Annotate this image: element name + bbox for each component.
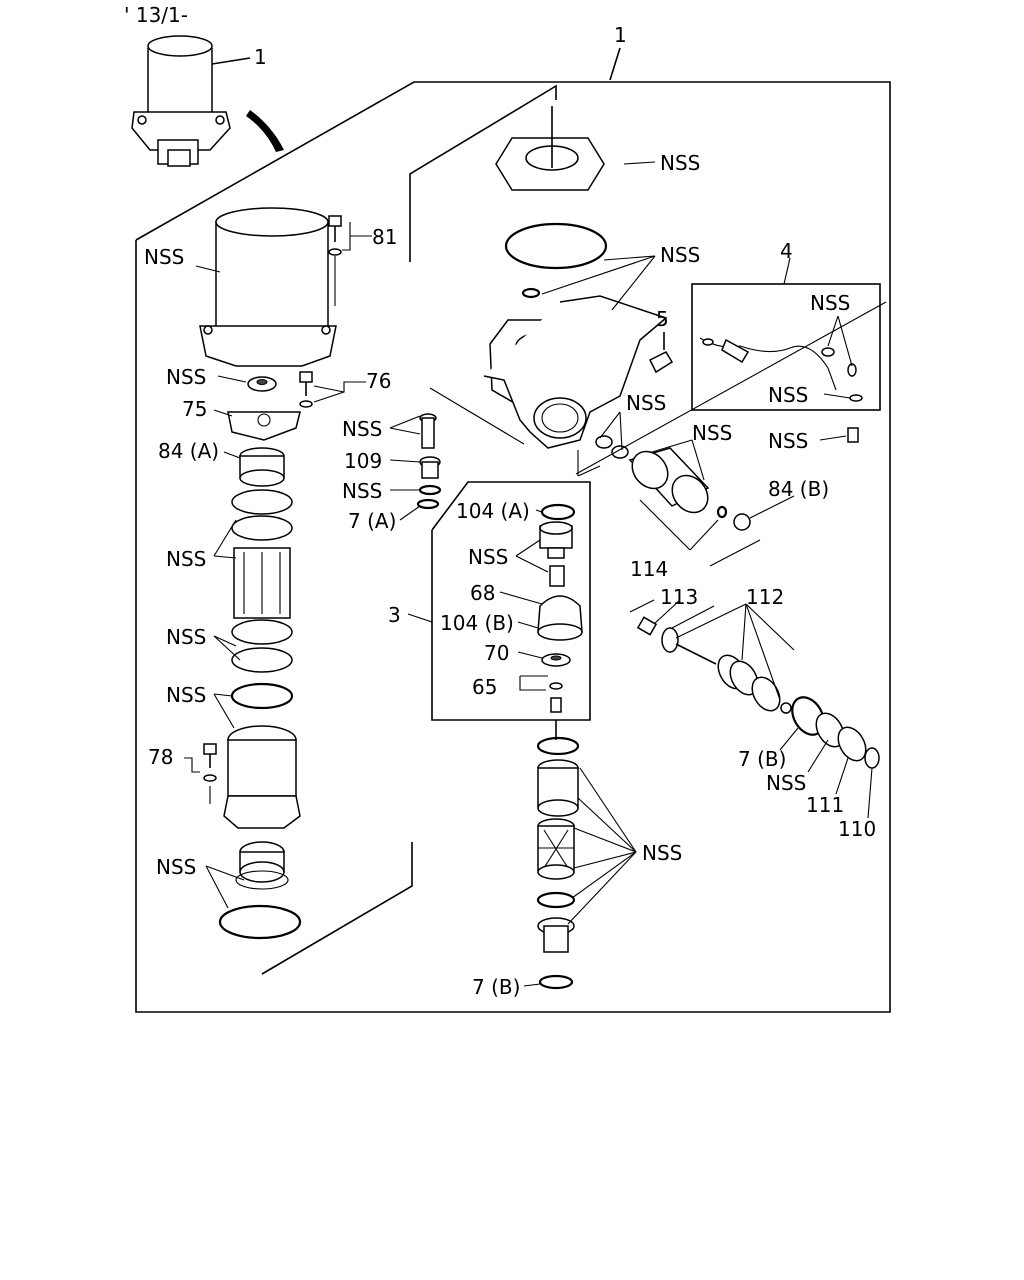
nss-label-top-cover: NSS (660, 151, 700, 175)
callout-104b: 104 (B) (440, 611, 514, 635)
callout-68: 68 (470, 581, 495, 605)
nss-label-right-ring: NSS (766, 771, 806, 795)
sheet-reference: ' 13/1- (124, 3, 188, 27)
nss-label-sub4-top: NSS (810, 291, 850, 315)
leader-lines (184, 161, 873, 987)
right-side-parts (575, 283, 887, 769)
nss-label-fittings: NSS (626, 391, 666, 415)
nss-label-114-group: NSS (692, 421, 732, 445)
nss-label-cartridge: NSS (144, 245, 184, 269)
nss-label-sub4-screw: NSS (768, 429, 808, 453)
callout-5: 5 (656, 307, 669, 331)
nss-label-109-ring: NSS (342, 479, 382, 503)
nss-label-sub3: NSS (468, 545, 508, 569)
nss-label-screens-lower: NSS (166, 625, 206, 649)
nss-label-sub4-mid: NSS (768, 383, 808, 407)
callout-65: 65 (472, 675, 497, 699)
callout-78: 78 (148, 745, 173, 769)
nss-label-o-rings: NSS (660, 243, 700, 267)
nss-label-washer: NSS (166, 365, 206, 389)
nss-label-lower-stack: NSS (642, 841, 682, 865)
left-column-parts (199, 207, 413, 975)
callout-109: 109 (344, 449, 382, 473)
callout-110: 110 (838, 817, 876, 841)
callout-7b-bottom: 7 (B) (472, 975, 520, 999)
dryer-overview-illustration (131, 35, 284, 167)
callout-76: 76 (366, 369, 391, 393)
nss-label-o-ring-left: NSS (166, 683, 206, 707)
nss-label-bottom-filter: NSS (156, 855, 196, 879)
callout-113: 113 (660, 585, 698, 609)
callout-3: 3 (388, 603, 401, 627)
callout-75: 75 (182, 397, 207, 421)
callout-4: 4 (780, 239, 793, 263)
callout-7b-right: 7 (B) (738, 747, 786, 771)
callout-70: 70 (484, 641, 509, 665)
callout-104a: 104 (A) (456, 499, 530, 523)
callout-111: 111 (806, 793, 844, 817)
nss-label-screens-upper: NSS (166, 547, 206, 571)
callout-1-assembly: 1 (614, 23, 627, 47)
callout-1-dryer: 1 (254, 45, 267, 69)
callout-81: 81 (372, 225, 397, 249)
callout-112: 112 (746, 585, 784, 609)
callout-84a: 84 (A) (158, 439, 219, 463)
callout-7a: 7 (A) (348, 509, 396, 533)
callout-labels: ' 13/1- 1 1 NSS NSS NSS 81 NSS 76 75 84 … (124, 3, 876, 999)
callout-84b: 84 (B) (768, 477, 829, 501)
callout-114: 114 (630, 557, 668, 581)
nss-label-109-group: NSS (342, 417, 382, 441)
assembly-frame (135, 47, 891, 1013)
center-column-parts (409, 84, 674, 990)
